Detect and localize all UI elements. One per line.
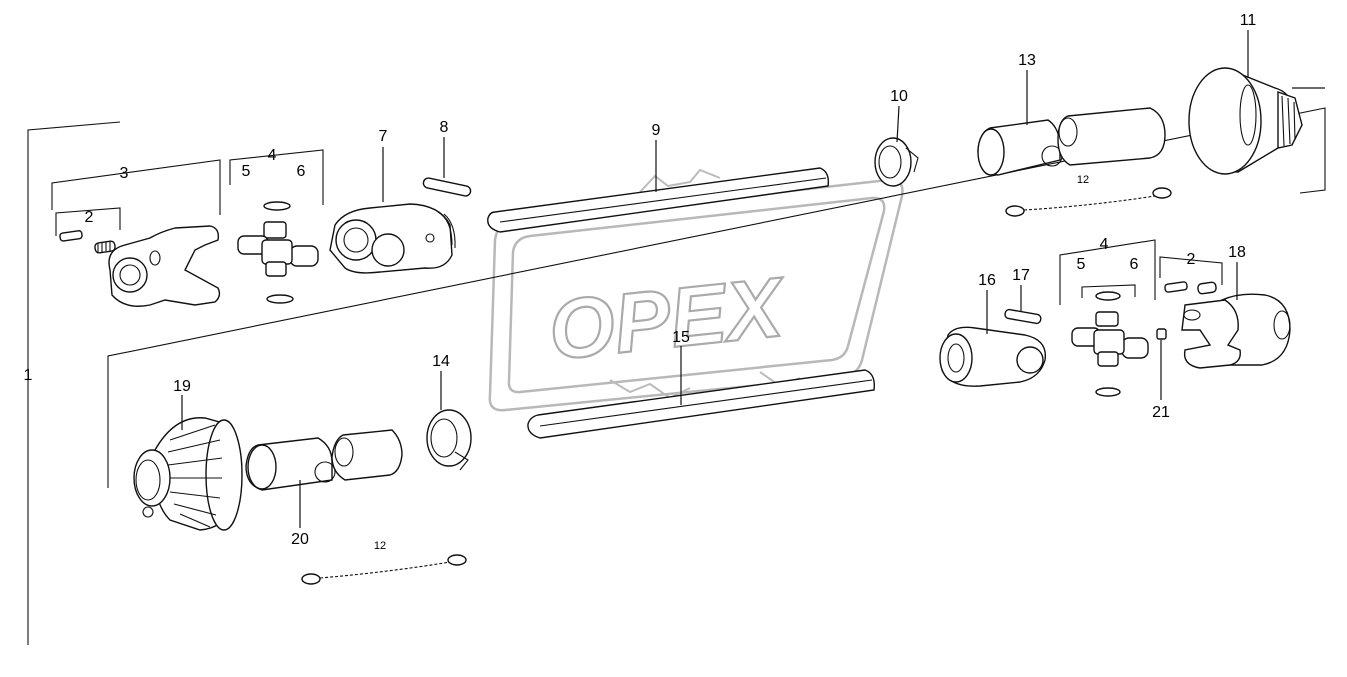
callout-10: 10 [890, 88, 908, 105]
part-profile-tube-15 [527, 369, 875, 439]
part-safety-chain-lower [301, 554, 467, 585]
part-pin-8 [422, 177, 472, 197]
callout-5-left: 5 [242, 163, 251, 180]
part-yoke-7 [329, 203, 456, 274]
callout-2-left: 2 [85, 209, 94, 226]
callout-8: 8 [440, 119, 449, 136]
callout-20: 20 [291, 531, 309, 548]
part-cross-journal-right [1071, 291, 1149, 397]
callout-1: 1 [24, 367, 33, 384]
callout-19: 19 [173, 378, 191, 395]
part-pin-17 [1004, 308, 1042, 325]
callout-14: 14 [432, 353, 450, 370]
callout-7: 7 [379, 128, 388, 145]
part-safety-chain-upper [1005, 187, 1172, 217]
part-yoke-3 [108, 225, 221, 307]
part-yoke-18 [1181, 293, 1291, 369]
callout-4-right: 4 [1100, 236, 1109, 253]
part-profile-tube-9 [487, 167, 830, 233]
leader-lines [181, 30, 1325, 528]
callout-labels: 1 2 3 4 5 6 7 8 9 10 11 12 12 13 14 15 1… [24, 12, 1257, 552]
part-guard-tubes-13 [977, 107, 1166, 176]
part-bolt-spring-left [59, 230, 116, 254]
part-guard-cone-11 [1188, 67, 1303, 175]
callout-17: 17 [1012, 267, 1030, 284]
part-guard-cone-19 [133, 417, 243, 531]
callout-21: 21 [1152, 404, 1170, 421]
callout-6-left: 6 [297, 163, 306, 180]
callout-16: 16 [978, 272, 996, 289]
group-brackets [51, 149, 1223, 305]
part-bolt-spring-right [1164, 281, 1217, 295]
part-clamp-ring-10 [874, 137, 919, 187]
part-guard-tubes-20 [245, 429, 403, 491]
callout-9: 9 [652, 122, 661, 139]
callout-2-right: 2 [1187, 251, 1196, 268]
callout-15: 15 [672, 329, 690, 346]
callout-12-upper: 12 [1077, 174, 1089, 186]
part-yoke-16 [939, 326, 1047, 387]
watermark-text: OPEX [544, 259, 791, 377]
callout-13: 13 [1018, 52, 1036, 69]
part-clamp-ring-14 [426, 409, 472, 471]
callout-18: 18 [1228, 244, 1246, 261]
part-cross-journal-left [237, 201, 319, 304]
part-grease-nipple-21 [1156, 328, 1167, 340]
callout-12-lower: 12 [374, 540, 386, 552]
assembly-bracket [27, 107, 1326, 645]
callout-11: 11 [1240, 12, 1257, 29]
callout-6-right: 6 [1130, 256, 1139, 273]
callout-4-left: 4 [268, 147, 277, 164]
callout-5-right: 5 [1077, 256, 1086, 273]
callout-3: 3 [120, 165, 129, 182]
